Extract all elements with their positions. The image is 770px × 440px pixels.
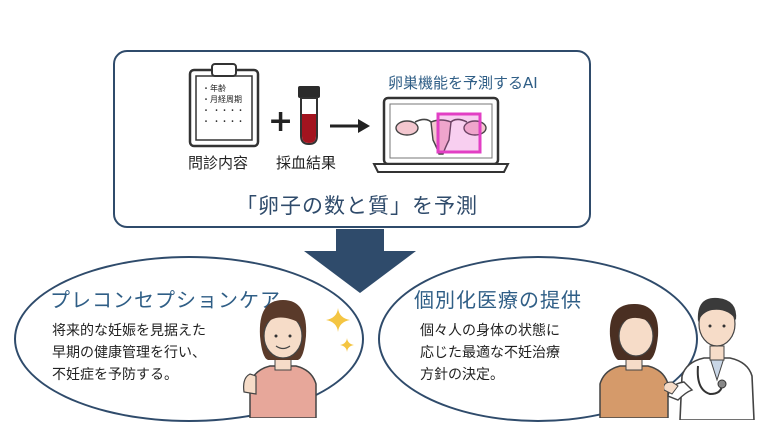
sparkle-icon bbox=[326, 308, 350, 332]
questionnaire-item: ・ ・・・・ bbox=[202, 117, 245, 126]
highlight-box bbox=[436, 112, 482, 154]
down-arrow-icon bbox=[304, 229, 416, 293]
questionnaire-items: ・年齢 ・月経周期 ・ ・・・・ ・ ・・・・ bbox=[202, 83, 245, 127]
questionnaire-item: ・月経周期 bbox=[202, 95, 242, 104]
text-line: 早期の健康管理を行い、 bbox=[52, 345, 206, 361]
ai-title: 卵巣機能を予測するAI bbox=[388, 74, 538, 92]
woman-icon bbox=[243, 300, 317, 418]
blood-tube-icon bbox=[298, 86, 320, 146]
preconception-care-title: プレコンセプションケア bbox=[50, 288, 281, 312]
blood-test-label: 採血結果 bbox=[276, 154, 337, 172]
text-line: 応じた最適な不妊治療 bbox=[420, 345, 560, 361]
questionnaire-label: 問診内容 bbox=[188, 154, 249, 172]
plus-sign: + bbox=[268, 104, 294, 139]
preconception-care-text: 将来的な妊娠を見据えた 早期の健康管理を行い、 不妊症を予防する。 bbox=[52, 320, 206, 386]
personalized-medicine-text: 個々人の身体の状態に 応じた最適な不妊治療 方針の決定。 bbox=[420, 320, 560, 386]
questionnaire-item: ・年齢 bbox=[202, 84, 226, 93]
prediction-title: 「卵子の数と質」を予測 bbox=[236, 194, 478, 218]
text-line: 方針の決定。 bbox=[420, 367, 504, 383]
clipboard-icon bbox=[188, 63, 260, 148]
questionnaire-item: ・ ・・・・ bbox=[202, 106, 245, 115]
doctor-icon bbox=[664, 297, 755, 420]
text-line: 将来的な妊娠を見据えた bbox=[52, 323, 206, 339]
arrow-right-icon bbox=[330, 119, 370, 133]
text-line: 個々人の身体の状態に bbox=[420, 323, 560, 339]
personalized-medicine-title: 個別化医療の提供 bbox=[414, 288, 582, 312]
woman-icon bbox=[599, 304, 669, 418]
sparkle-icon bbox=[340, 338, 354, 352]
text-line: 不妊症を予防する。 bbox=[52, 367, 178, 383]
